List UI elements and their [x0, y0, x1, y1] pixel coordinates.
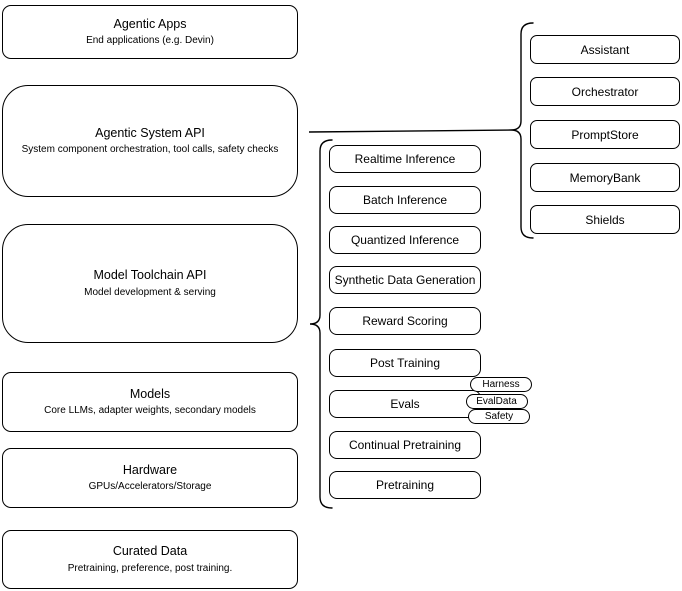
node-memorybank: MemoryBank: [530, 163, 680, 192]
node-subtitle: Model development & serving: [84, 286, 216, 298]
node-batch-inference: Batch Inference: [329, 186, 481, 214]
node-continual-pretraining: Continual Pretraining: [329, 431, 481, 459]
tag-evaldata: EvalData: [465, 394, 528, 409]
node-title: Model Toolchain API: [93, 268, 207, 283]
node-title: Agentic System API: [95, 125, 205, 140]
node-quantized-inference: Quantized Inference: [329, 226, 481, 254]
node-agentic-apps: Agentic Apps End applications (e.g. Devi…: [2, 5, 298, 59]
system-api-to-components-line: [308, 129, 512, 133]
node-title: Models: [129, 386, 171, 401]
node-subtitle: Pretraining, preference, post training.: [67, 562, 233, 574]
node-evals: Evals: [329, 390, 481, 418]
node-realtime-inference: Realtime Inference: [329, 145, 481, 173]
node-promptstore: PromptStore: [530, 120, 680, 149]
node-title: Curated Data: [112, 544, 188, 559]
node-subtitle: End applications (e.g. Devin): [86, 35, 214, 47]
node-title: Agentic Apps: [113, 16, 187, 31]
node-agentic-system-api: Agentic System API System component orch…: [2, 85, 298, 197]
node-reward-scoring: Reward Scoring: [329, 307, 481, 335]
node-subtitle: Core LLMs, adapter weights, secondary mo…: [44, 405, 256, 417]
node-title: Hardware: [122, 462, 178, 477]
node-subtitle: GPUs/Accelerators/Storage: [88, 481, 212, 493]
node-hardware: Hardware GPUs/Accelerators/Storage: [2, 448, 298, 508]
tag-harness: Harness: [470, 376, 532, 392]
node-synthetic-data-generation: Synthetic Data Generation: [329, 266, 481, 294]
node-assistant: Assistant: [530, 35, 680, 64]
node-model-toolchain-api: Model Toolchain API Model development & …: [2, 224, 298, 343]
system-components-brace: [510, 22, 534, 239]
node-post-training: Post Training: [329, 349, 481, 377]
tag-safety: Safety: [468, 409, 530, 424]
toolchain-items-brace: [309, 139, 333, 509]
node-shields: Shields: [530, 205, 680, 234]
node-models: Models Core LLMs, adapter weights, secon…: [2, 372, 298, 432]
node-orchestrator: Orchestrator: [530, 77, 680, 106]
node-pretraining: Pretraining: [329, 471, 481, 499]
node-subtitle: System component orchestration, tool cal…: [21, 144, 279, 156]
node-curated-data: Curated Data Pretraining, preference, po…: [2, 530, 298, 589]
